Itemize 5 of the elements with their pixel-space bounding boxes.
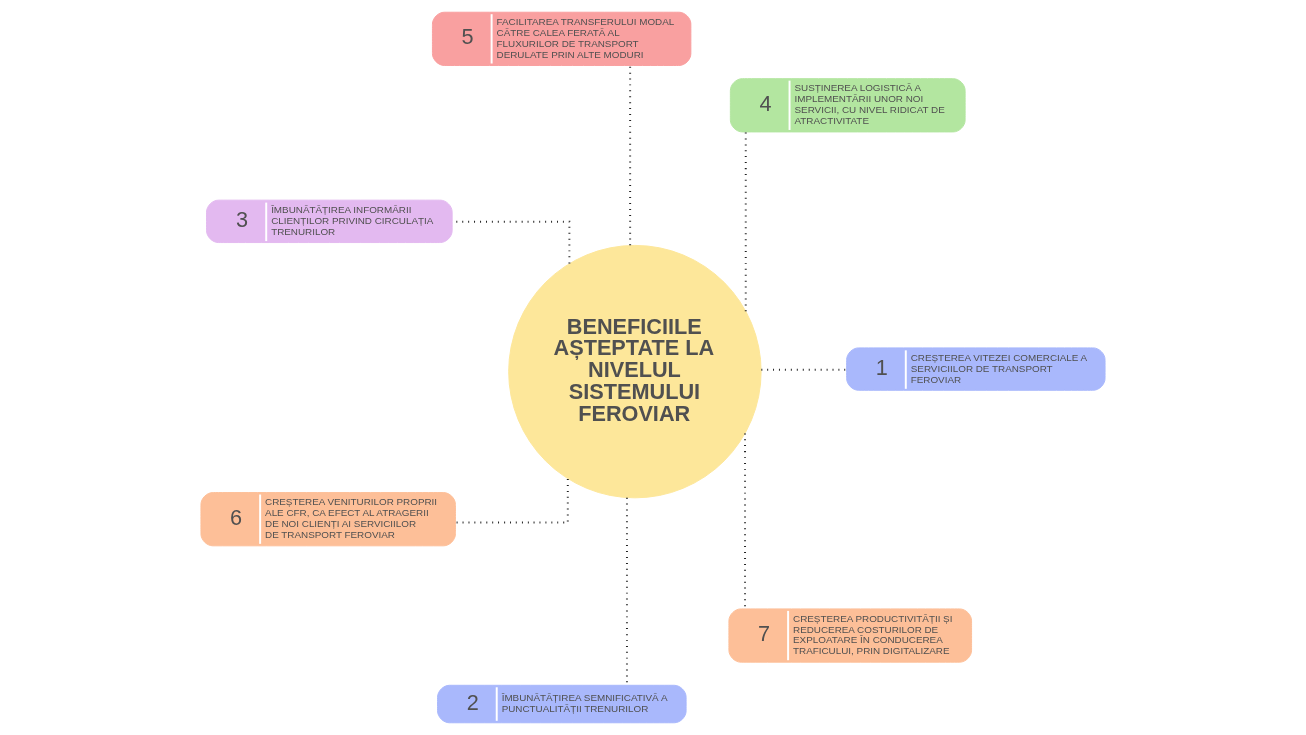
- connector: [744, 130, 747, 313]
- connector: [760, 368, 848, 371]
- connector: [629, 64, 632, 247]
- node-circle: BENEFICIILE AȘTEPTATE LA NIVELUL SISTEMULUI FEROVIAR: [508, 244, 762, 499]
- connector: [454, 477, 569, 524]
